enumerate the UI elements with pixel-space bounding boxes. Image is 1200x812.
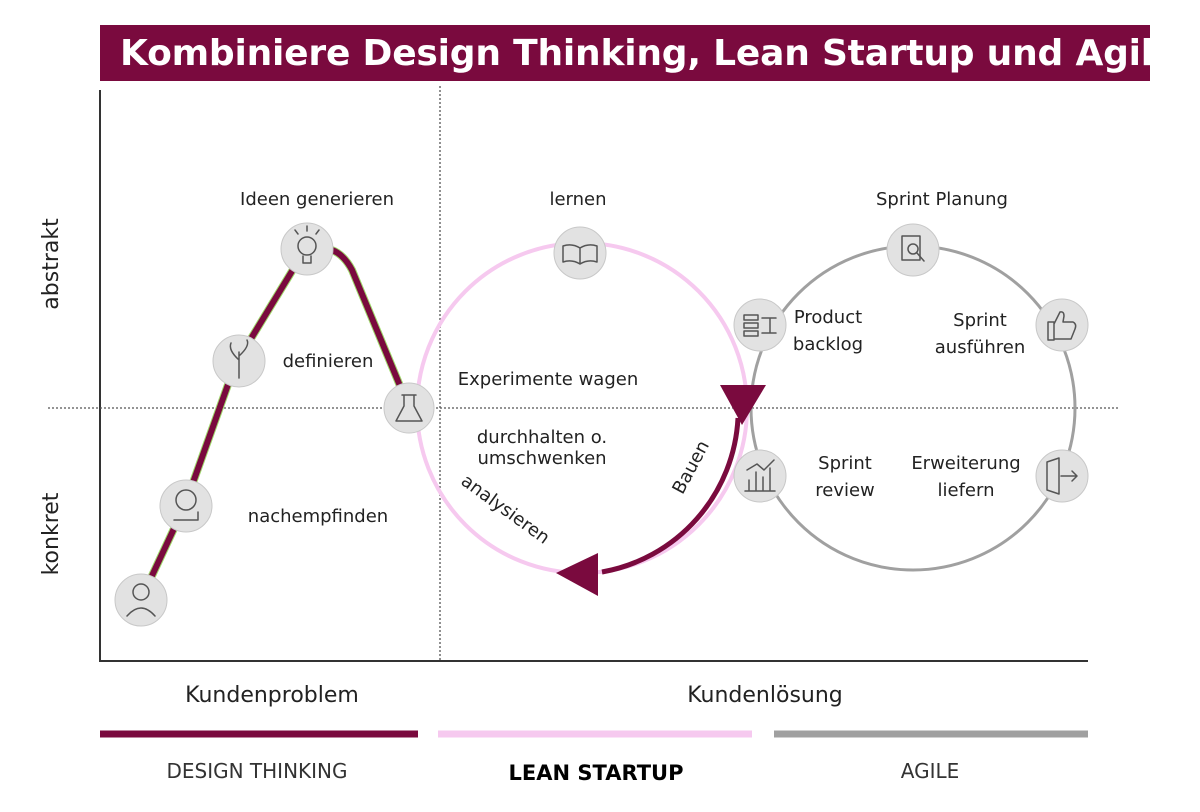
y-label-konkret: konkret xyxy=(39,492,64,575)
step-erweiterung-liefern-line2: liefern xyxy=(938,480,995,501)
plant-sprout-icon xyxy=(212,334,266,388)
legend-lean-startup: LEAN STARTUP xyxy=(509,761,684,785)
step-sprint-ausfuehren-line1: Sprint xyxy=(953,310,1007,331)
person-icon xyxy=(114,573,168,627)
empathy-face-icon xyxy=(159,479,213,533)
step-sprint-review-line2: review xyxy=(815,480,875,501)
step-sprint-review-line1: Sprint xyxy=(818,453,872,474)
thumbs-up-icon xyxy=(1035,298,1089,352)
step-nachempfinden: nachempfinden xyxy=(248,506,388,527)
legend-agile: AGILE xyxy=(901,759,960,783)
step-umschwenken: umschwenken xyxy=(477,448,606,469)
door-exit-icon xyxy=(1035,449,1089,503)
step-experimente-wagen: Experimente wagen xyxy=(458,369,638,390)
step-erweiterung-liefern-line1: Erweiterung xyxy=(911,453,1020,474)
step-lernen: lernen xyxy=(549,189,606,210)
step-sprint-ausfuehren-line2: ausführen xyxy=(935,337,1025,358)
chart-review-icon xyxy=(733,449,787,503)
step-ideen-generieren: Ideen generieren xyxy=(240,189,394,210)
arrow-down xyxy=(720,385,766,425)
legend-design-thinking: DESIGN THINKING xyxy=(166,759,347,783)
step-durchhalten: durchhalten o. xyxy=(477,427,607,448)
lightbulb-icon xyxy=(280,222,334,276)
step-sprint-planung: Sprint Planung xyxy=(876,189,1008,210)
title-bar: Kombiniere Design Thinking, Lean Startup… xyxy=(100,25,1153,81)
step-bauen: Bauen xyxy=(668,437,713,497)
arrow-left xyxy=(556,553,598,596)
book-icon xyxy=(553,226,607,280)
step-product-backlog-line2: backlog xyxy=(793,334,863,355)
document-search-icon xyxy=(886,223,940,277)
flask-icon xyxy=(383,382,435,434)
step-analysieren: analysieren xyxy=(457,470,554,548)
step-definieren: definieren xyxy=(283,351,374,372)
x-label-kundenloesung: Kundenlösung xyxy=(687,683,843,708)
backlog-list-icon xyxy=(733,298,787,352)
page-title: Kombiniere Design Thinking, Lean Startup… xyxy=(120,33,1153,74)
build-arc xyxy=(601,417,741,575)
step-product-backlog-line1: Product xyxy=(794,307,862,328)
x-label-kundenproblem: Kundenproblem xyxy=(185,683,359,708)
y-label-abstrakt: abstrakt xyxy=(39,218,64,310)
